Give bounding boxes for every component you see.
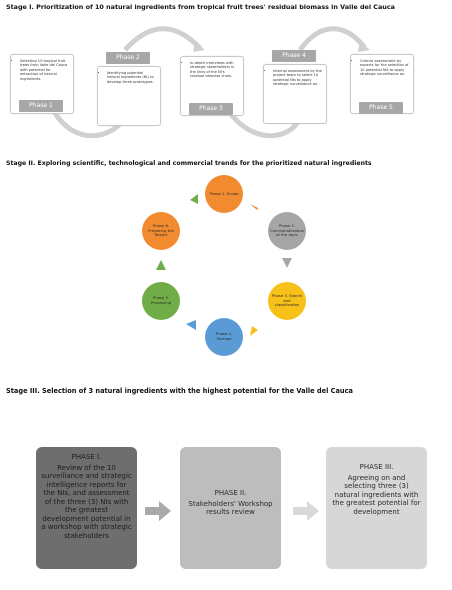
stage2-arrows — [156, 194, 292, 336]
stage3-phase1-box: PHASE I. Review of the 10 surveillance a… — [36, 447, 137, 569]
stage1-diagram: Selecting 10 tropical fruit trees from V… — [0, 0, 452, 150]
stage2-phase1-text: Phase 1. Scope — [209, 190, 239, 196]
stage3-phase2-box: PHASE II. Stakeholders' Workshop results… — [180, 447, 281, 569]
cycle-arrow — [186, 320, 196, 330]
stage1-phase4-box: Internal assessment by the project team … — [263, 64, 327, 124]
cycle-arrow — [282, 258, 292, 268]
stage3-phase3-box: PHASE III. Agreeing on and selecting thr… — [326, 447, 427, 569]
stage2-phase2-circle: Phase 2. Conceptualization of the topic — [268, 212, 306, 250]
stage1-phase2-label: Phase 2 — [106, 52, 150, 64]
stage1-phase3-text: In-depth interviews with strategic stake… — [190, 61, 240, 79]
stage2-phase3-circle: Phase 3. Search and classification — [268, 282, 306, 320]
cycle-arrow — [156, 260, 166, 270]
stage3-phase2-label: PHASE II. — [214, 489, 247, 497]
stage1-phase3-label: Phase 3 — [189, 103, 233, 115]
arc-arrowhead — [193, 42, 205, 52]
stage1-phase2-box: Identifying potential natural ingredient… — [97, 66, 161, 126]
cycle-arrow — [190, 194, 198, 204]
arc-arrowhead — [358, 42, 370, 52]
stage2-phase2-text: Phase 2. Conceptualization of the topic — [269, 223, 305, 238]
stage3-phase2-text: Stakeholders' Workshop results review — [188, 499, 273, 517]
stage3-phase1-text: Review of the 10 surveillance and strate… — [41, 463, 132, 540]
stage1-phase4-text: Internal assessment by the project team … — [273, 69, 323, 87]
stage1-title: Stage I. Prioritization of 10 natural in… — [6, 3, 395, 11]
cycle-arrow — [250, 326, 258, 336]
stage1-phase5-text: Criteria assessment by experts for the s… — [360, 59, 410, 77]
cycle-arrow — [250, 204, 258, 216]
stage2-title: Stage II. Exploring scientific, technolo… — [6, 160, 372, 167]
arc-2-3 — [123, 26, 202, 52]
stage2-phase4-text: Phase 4. Storage — [215, 331, 233, 341]
stage1-phase1-label: Phase 1 — [19, 100, 63, 112]
stage2-phase5-circle: Phase 5. Processing — [142, 282, 180, 320]
stage1-phase1-text: Selecting 10 tropical fruit trees from V… — [20, 59, 70, 81]
stage1-phase5-label: Phase 5 — [359, 102, 403, 114]
stage2-phase5-text: Phase 5. Processing — [150, 295, 172, 305]
stage1-phase4-label: Phase 4 — [272, 50, 316, 62]
stage2-phase4-circle: Phase 4. Storage — [205, 318, 243, 356]
stage3-phase3-text: Agreeing on and selecting three (3) natu… — [332, 473, 421, 516]
stage1-phase1-box: Selecting 10 tropical fruit trees from V… — [10, 54, 74, 114]
stage2-phase3-text: Phase 3. Search and classification — [271, 293, 303, 308]
stage3-phase3-label: PHASE III. — [359, 463, 394, 471]
arc-4-5 — [297, 26, 367, 52]
stage2-phase6-circle: Phase 6. Preparing the Report — [142, 212, 180, 250]
stage2-cycle-diagram: Phase 1. Scope Phase 2. Conceptualizatio… — [0, 170, 452, 360]
stage3-arrow-2 — [293, 501, 319, 525]
stage3-phase1-label: PHASE I. — [71, 453, 102, 461]
arc-3-4 — [228, 111, 303, 139]
stage1-phase2-text: Identifying potential natural ingredient… — [107, 71, 157, 84]
stage2-phase6-text: Phase 6. Preparing the Report — [148, 223, 174, 238]
stage3-arrow-1 — [145, 501, 171, 525]
stage3-title: Stage III. Selection of 3 natural ingred… — [6, 387, 353, 395]
stage2-phase1-circle: Phase 1. Scope — [205, 175, 243, 213]
